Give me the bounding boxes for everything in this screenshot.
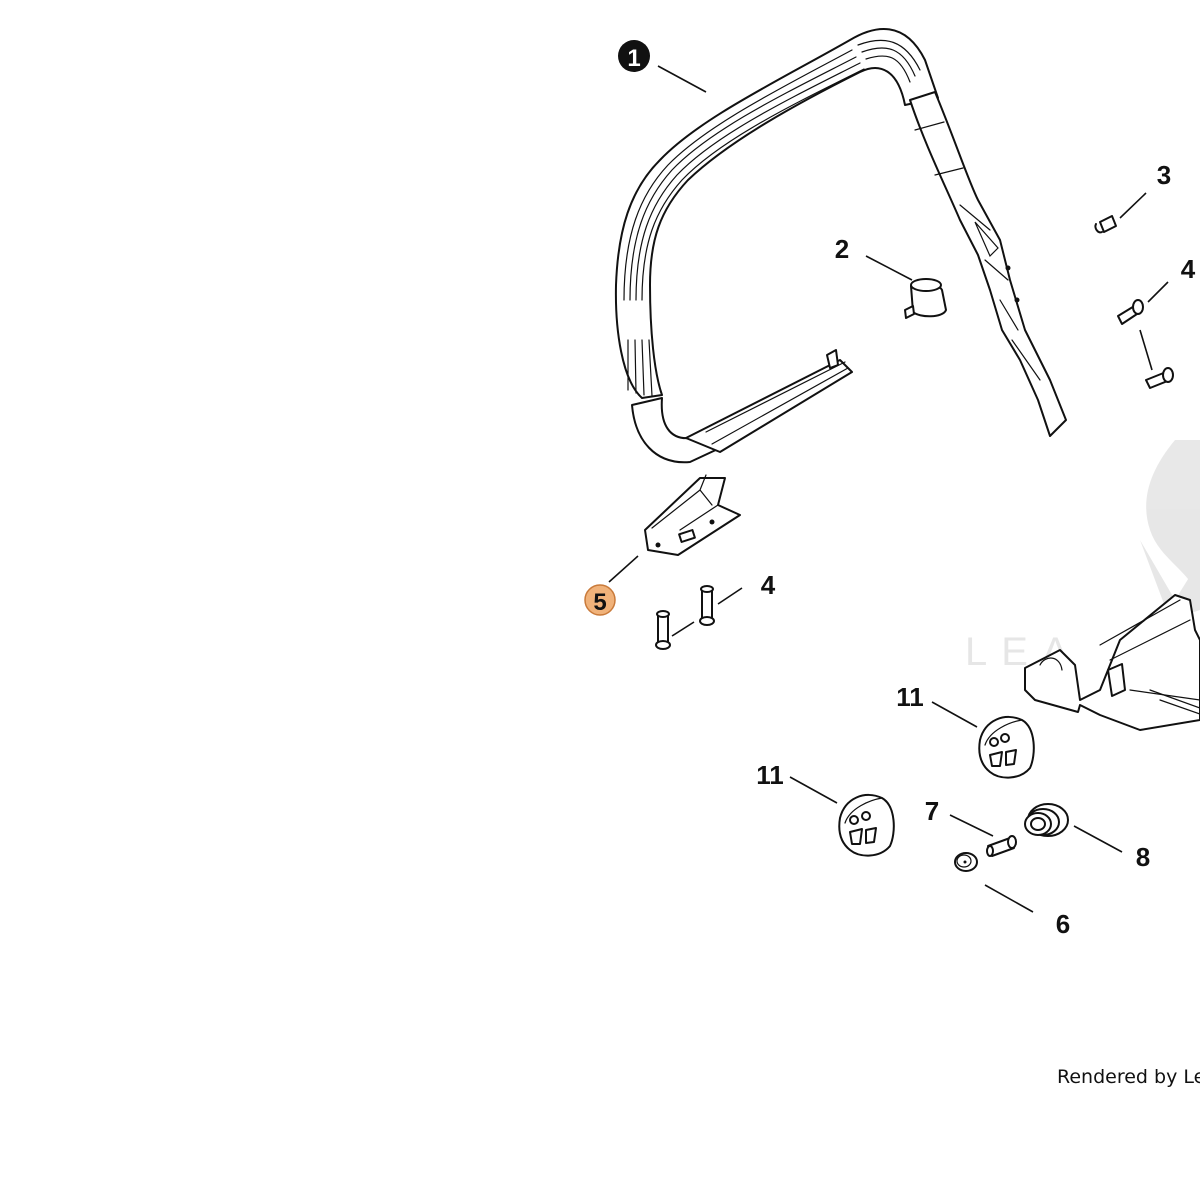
screw-3[interactable] — [1094, 215, 1117, 234]
callout-1[interactable]: 1 — [618, 40, 650, 72]
cap-6[interactable] — [954, 852, 978, 872]
callout-11-lower-label[interactable]: 11 — [756, 760, 784, 790]
pin-7[interactable] — [986, 835, 1017, 857]
callout-11-upper-label[interactable]: 11 — [896, 682, 924, 712]
render-credit: Rendered by Lead — [1057, 1066, 1200, 1088]
rubber-buffer[interactable] — [904, 278, 947, 319]
screw-4-left-a[interactable] — [655, 610, 671, 650]
callout-3-label[interactable]: 3 — [1157, 160, 1171, 190]
callout-7-label[interactable]: 7 — [925, 796, 939, 826]
watermark-logo — [1140, 440, 1200, 620]
rear-handle-housing[interactable] — [1024, 594, 1200, 731]
screw-4-lower[interactable] — [1145, 367, 1174, 389]
screw-4-upper[interactable] — [1117, 299, 1144, 325]
callout-5-label: 5 — [593, 589, 606, 616]
av-mount-lower[interactable] — [838, 793, 895, 857]
spring-8[interactable] — [1024, 803, 1069, 837]
callout-8-label[interactable]: 8 — [1136, 842, 1150, 872]
av-mount-upper[interactable] — [978, 715, 1035, 779]
callout-2-label[interactable]: 2 — [835, 234, 849, 264]
front-handle-bar[interactable] — [614, 28, 1067, 464]
screw-4-left-b[interactable] — [699, 585, 715, 626]
leader-lines — [608, 65, 1169, 913]
callout-6-label[interactable]: 6 — [1056, 909, 1070, 939]
callout-4-left-label[interactable]: 4 — [761, 570, 776, 600]
callout-4-right-label[interactable]: 4 — [1181, 254, 1196, 284]
callout-5[interactable]: 5 — [584, 584, 616, 616]
callout-1-label: 1 — [627, 45, 640, 72]
callout-5-highlight — [584, 584, 616, 616]
handle-bracket[interactable] — [644, 474, 741, 556]
